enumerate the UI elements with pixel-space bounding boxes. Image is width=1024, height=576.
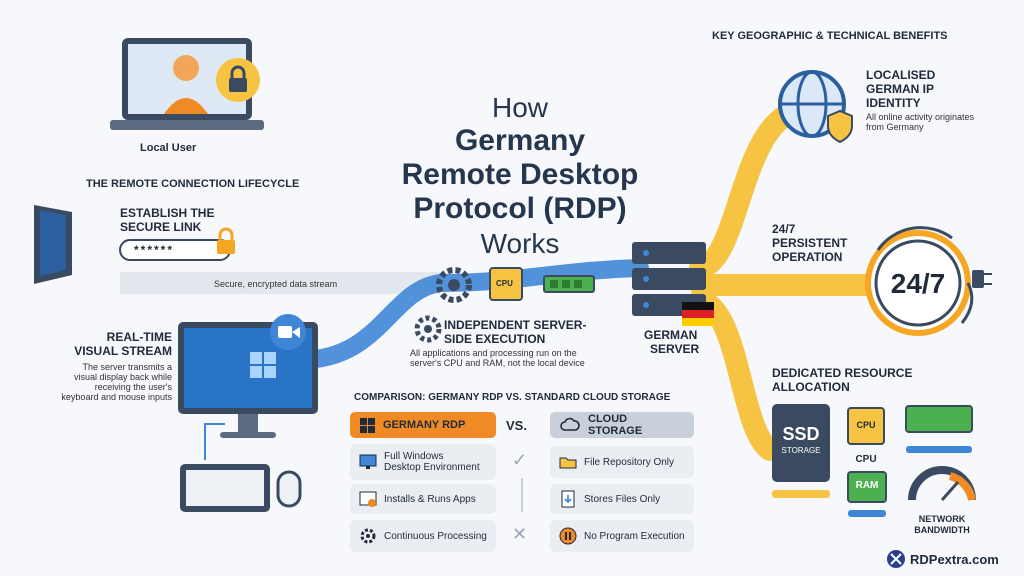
file-download-icon — [561, 490, 575, 508]
title-line-5: Works — [480, 228, 560, 259]
power-plug-icon — [960, 270, 992, 324]
server-exec-desc-1: All applications and processing run on t… — [410, 348, 577, 358]
gear-small-icon — [414, 315, 442, 343]
rdp-item-line1: Full Windows — [384, 451, 444, 462]
visual-heading-1: REAL-TIME — [106, 330, 172, 344]
cpu-chip-label: CPU — [496, 279, 513, 288]
visual-desc-2: visual display back while — [73, 372, 172, 382]
clock-label: 24/7 — [890, 268, 946, 299]
germany-flag-icon — [682, 302, 714, 326]
cloud-item: Stores Files Only — [550, 484, 694, 514]
title-line-3: Remote Desktop — [401, 158, 639, 191]
rdp-item-line1: Continuous Processing — [384, 530, 487, 542]
establish-heading-1: ESTABLISH THE — [120, 206, 215, 220]
cpu-resource-icon — [847, 407, 885, 445]
persist-heading-1: 24/7 — [772, 222, 796, 236]
establish-heading-2: SECURE LINK — [120, 220, 202, 234]
laptop-user-icon — [110, 38, 264, 130]
title-line-1: How — [491, 92, 548, 123]
rdp-item: Continuous Processing — [350, 520, 496, 552]
ip-desc-1: All online activity originates — [866, 112, 975, 122]
brand-name[interactable]: RDPextra.com — [910, 552, 999, 567]
cloud-item: File Repository Only — [550, 446, 694, 478]
cpu-label: CPU — [855, 454, 877, 465]
bandwidth-gauge-icon — [908, 466, 976, 501]
mouse-icon — [276, 470, 302, 508]
yellow-stream-top — [689, 99, 811, 279]
password-mask: ****** — [134, 243, 175, 257]
ram-chip-text: RAM — [855, 480, 879, 491]
keyboard-icon — [180, 464, 270, 512]
cross-icon: ✕ — [512, 524, 528, 544]
gear-icon — [436, 267, 472, 303]
rdp-column-header: GERMANY RDP — [350, 412, 496, 438]
rdp-item-line1: Installs & Runs Apps — [384, 493, 476, 505]
cloud-item-label: Stores Files Only — [584, 493, 661, 505]
cpu-chip-icon — [489, 267, 523, 301]
windows-icon — [360, 417, 375, 433]
network-label-1: NETWORK — [918, 514, 966, 524]
input-arrow-icon — [204, 423, 225, 460]
title-line-2: Germany — [454, 124, 586, 157]
server-exec-heading-2: SIDE EXECUTION — [444, 332, 546, 346]
comparison-heading: COMPARISON: GERMANY RDP VS. STANDARD CLO… — [354, 392, 671, 403]
ram-stick-icon — [543, 275, 595, 293]
resource-heading-1: DEDICATED RESOURCE — [772, 366, 913, 380]
resource-heading-2: ALLOCATION — [772, 380, 850, 394]
cloud-item: No Program Execution — [550, 520, 694, 552]
folder-icon — [559, 457, 577, 469]
ssd-label: SSD — [782, 424, 820, 444]
visual-desc-3: receiving the user's — [94, 382, 172, 392]
persist-heading-3: OPERATION — [772, 250, 843, 264]
desktop-icon — [359, 454, 377, 469]
app-install-icon — [359, 491, 377, 507]
persist-heading-2: PERSISTENT — [772, 236, 848, 250]
monitor-icon — [178, 314, 318, 438]
cloud-column-header: CLOUD STORAGE — [550, 412, 694, 438]
rdp-item-line2: Desktop Environment — [384, 462, 480, 473]
visual-heading-2: VISUAL STREAM — [74, 344, 172, 358]
benefits-heading: KEY GEOGRAPHIC & TECHNICAL BENEFITS — [712, 30, 948, 42]
padlock-small-icon — [217, 227, 235, 254]
ip-heading-2: GERMAN IP — [866, 82, 935, 96]
divider-line — [521, 478, 523, 512]
rdp-item: Full Windows Desktop Environment — [350, 444, 496, 480]
clock-icon — [865, 226, 971, 336]
storage-label: STORAGE — [781, 446, 821, 455]
brand-logo-icon — [887, 550, 905, 568]
server-exec-heading-1: INDEPENDENT SERVER- — [444, 318, 587, 332]
ip-desc-2: from Germany — [866, 122, 924, 132]
lifecycle-heading: THE REMOTE CONNECTION LIFECYCLE — [86, 178, 300, 190]
stream-label: Secure, encrypted data stream — [214, 279, 338, 289]
german-server-label-1: GERMAN — [644, 328, 698, 342]
ip-heading-3: IDENTITY — [866, 96, 921, 110]
rdp-header-label: GERMANY RDP — [383, 419, 466, 431]
local-user-label: Local User — [140, 142, 197, 154]
ip-heading-1: LOCALISED — [866, 68, 936, 82]
network-label-2: BANDWIDTH — [914, 525, 970, 535]
check-icon: ✓ — [512, 450, 528, 470]
cloud-item-label: No Program Execution — [584, 530, 685, 542]
processing-gear-icon — [360, 528, 376, 544]
window-panel-icon — [34, 205, 72, 284]
ssd-storage-icon — [772, 404, 830, 498]
server-exec-desc-2: server's CPU and RAM, not the local devi… — [410, 358, 585, 368]
title-line-4: Protocol (RDP) — [413, 192, 627, 225]
rdp-item: Installs & Runs Apps — [350, 484, 496, 514]
cloud-icon — [560, 417, 580, 431]
german-server-label-2: SERVER — [650, 342, 700, 356]
vs-label: VS. — [506, 418, 527, 433]
pause-icon — [559, 527, 577, 545]
cloud-item-label: File Repository Only — [584, 456, 675, 468]
cpu-chip-text: CPU — [856, 420, 876, 430]
secure-stream-band — [120, 272, 440, 294]
cloud-header-label: CLOUD STORAGE — [588, 413, 643, 437]
visual-desc-1: The server transmits a — [82, 362, 172, 372]
visual-desc-4: keyboard and mouse inputs — [61, 392, 172, 402]
globe-icon — [778, 70, 853, 144]
ram-resource-icon — [847, 405, 973, 517]
